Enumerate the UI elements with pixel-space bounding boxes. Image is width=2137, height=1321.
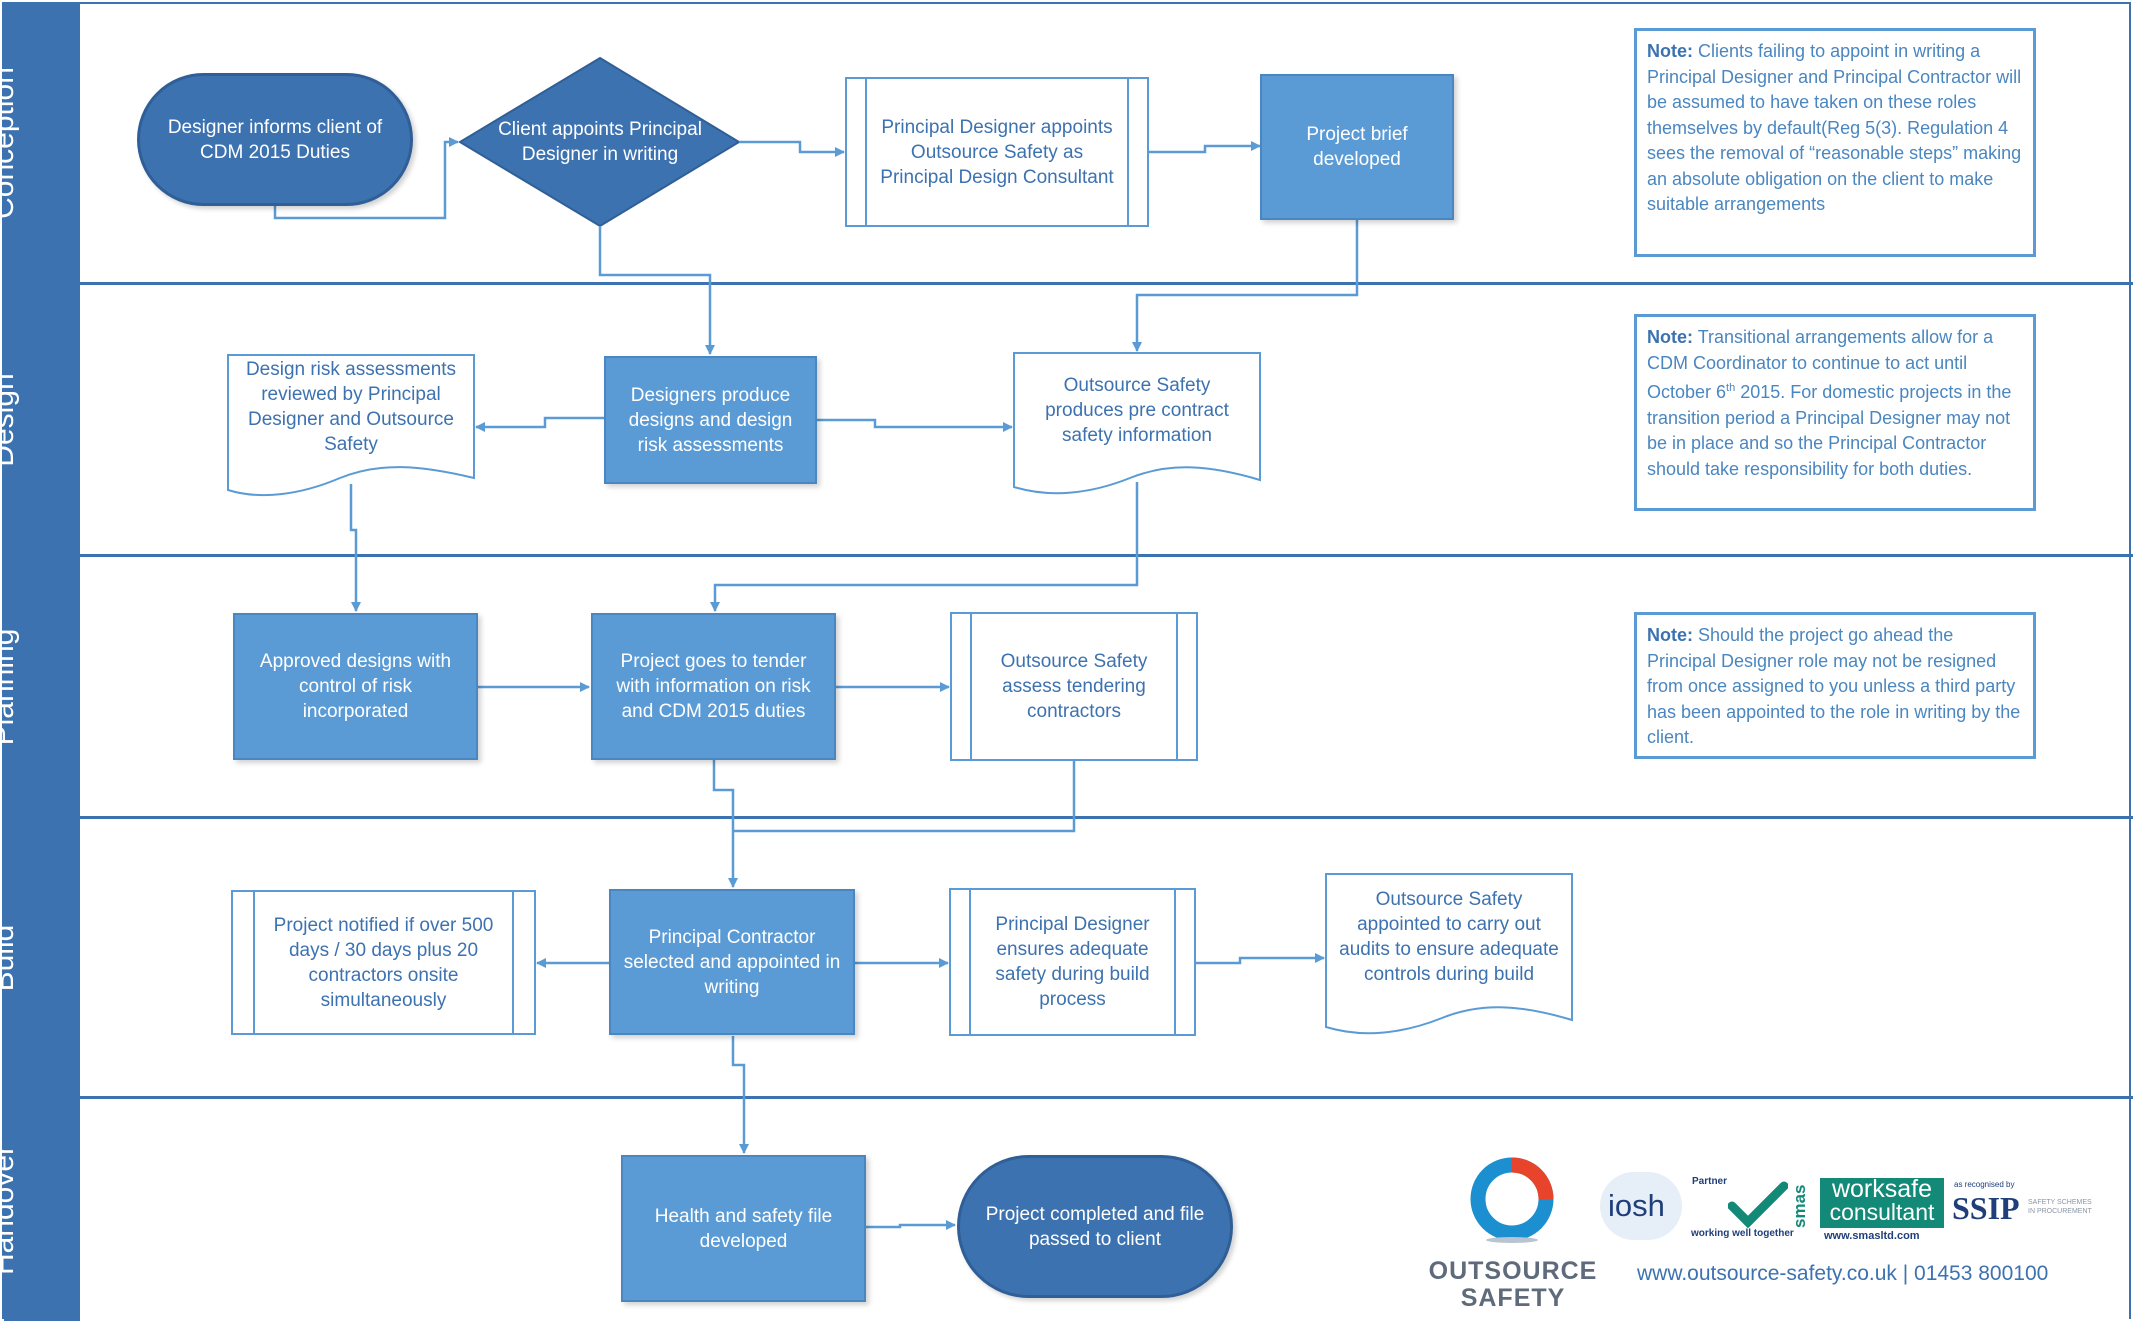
- document-shape-audits: [1325, 873, 1573, 1035]
- node-pd-ensures: Principal Designer ensures adequate safe…: [972, 889, 1173, 1035]
- node-tender: Project goes to tender with information …: [591, 613, 836, 760]
- node-text: Health and safety file developed: [654, 1205, 833, 1252]
- connector: [710, 482, 1139, 612]
- connector: [349, 484, 361, 612]
- note-text: Clients failing to appoint in writing a …: [1647, 41, 2022, 214]
- note-label: Note:: [1647, 625, 1693, 645]
- connector: [733, 760, 1076, 833]
- node-text: Approved designs with control of risk in…: [259, 651, 452, 722]
- connector: [817, 418, 1013, 432]
- predefined-process-notified: [231, 890, 536, 1035]
- working-well-text: working well together: [1691, 1228, 1794, 1239]
- logo-line: OUTSOURCE: [1428, 1257, 1598, 1285]
- node-risk-reviewed: Design risk assessments reviewed by Prin…: [230, 357, 472, 463]
- node-text: Principal Contractor selected and appoin…: [623, 926, 841, 998]
- node-text: Project notified if over 500 days / 30 d…: [273, 914, 494, 1011]
- logo-line: SAFETY: [1460, 1284, 1566, 1312]
- node-assess: Outsource Safety assess tendering contra…: [973, 613, 1175, 760]
- connector: [712, 760, 738, 888]
- node-designer-informs: Designer informs client of CDM 2015 Duti…: [137, 73, 413, 206]
- node-completed: Project completed and file passed to cli…: [957, 1155, 1233, 1298]
- connector: [1148, 141, 1261, 154]
- smas-url-text: www.smasltd.com: [1824, 1230, 1920, 1242]
- note-text: 2015. For domestic projects in the trans…: [1647, 382, 2012, 479]
- note-text: Transitional arrangements allow for a CD…: [1647, 327, 1994, 402]
- recognised-text: as recognised by: [1954, 1180, 2015, 1189]
- ssip-sub-text: SAFETY SCHEMES IN PROCUREMENT: [2028, 1199, 2092, 1215]
- iosh-text: iosh: [1608, 1188, 1665, 1223]
- worksafe-line: consultant: [1829, 1199, 1935, 1225]
- note-text: Should the project go ahead the Principa…: [1647, 625, 2021, 747]
- node-text: Outsource Safety produces pre contract s…: [1045, 374, 1229, 446]
- note-design: Note: Transitional arrangements allow fo…: [1634, 314, 2036, 511]
- note-label: Note:: [1647, 327, 1693, 347]
- predefined-process-pd-ensures: [949, 888, 1196, 1036]
- note-planning: Note: Should the project go ahead the Pr…: [1634, 612, 2036, 759]
- node-text: Project goes to tender with information …: [616, 651, 811, 722]
- node-text: Outsource Safety appointed to carry out …: [1339, 889, 1559, 985]
- logo-wordmark: OUTSOURCE SAFETY: [1418, 1258, 1608, 1312]
- connector: [1195, 953, 1325, 965]
- worksafe-line: worksafe: [1831, 1175, 1933, 1203]
- lane-header-conception: Conception: [0, 3, 80, 283]
- lane-divider: [4, 554, 2133, 557]
- node-pd-appoints: Principal Designer appoints Outsource Sa…: [868, 78, 1126, 226]
- node-client-appoints: Client appoints Principal Designer in wr…: [485, 112, 715, 172]
- checkmark-icon: [1728, 1181, 1788, 1228]
- node-text: Designer informs client of CDM 2015 Duti…: [167, 116, 383, 163]
- lane-header-handover: Handover: [0, 1099, 80, 1321]
- worksafe-badge: worksafe consultant: [1820, 1175, 1944, 1228]
- connector: [739, 140, 845, 157]
- lane-divider: [4, 1096, 2133, 1099]
- lane-divider: [4, 282, 2133, 285]
- note-label: Note:: [1647, 41, 1693, 61]
- node-text: Designers produce designs and design ris…: [628, 384, 793, 456]
- node-notified: Project notified if over 500 days / 30 d…: [256, 891, 511, 1034]
- footer-contact: www.outsource-safety.co.uk | 01453 80010…: [1637, 1262, 2049, 1285]
- lane-header-build: Build: [0, 819, 80, 1097]
- outsource-safety-logo: OUTSOURCE SAFETY: [1418, 1150, 1608, 1320]
- connector: [475, 416, 604, 432]
- lane-header-design: Design: [0, 285, 80, 555]
- lane-header-planning: Planning: [0, 557, 80, 817]
- connector: [273, 137, 459, 220]
- node-text: Project brief developed: [1306, 124, 1408, 170]
- ssip-text: SSIP: [1952, 1190, 2020, 1226]
- iosh-badge: iosh: [1600, 1172, 1682, 1240]
- connector: [598, 226, 715, 355]
- node-pc-selected: Principal Contractor selected and appoin…: [609, 889, 855, 1035]
- logo-ring-icon: [1470, 1157, 1554, 1243]
- connector: [866, 1220, 956, 1230]
- node-project-brief: Project brief developed: [1260, 74, 1454, 220]
- note-conception: Note: Clients failing to appoint in writ…: [1634, 28, 2036, 257]
- note-superscript: th: [1726, 382, 1736, 394]
- document-shape-precontract: [1013, 352, 1261, 495]
- node-designers-produce: Designers produce designs and design ris…: [604, 356, 817, 484]
- accreditation-badges: iosh Partner working well together smas …: [1600, 1160, 2100, 1242]
- partner-text: Partner: [1692, 1176, 1728, 1187]
- node-text: Project completed and file passed to cli…: [985, 1203, 1205, 1250]
- node-audits: Outsource Safety appointed to carry out …: [1328, 880, 1570, 994]
- smas-text: smas: [1790, 1184, 1809, 1228]
- document-shape-risk-reviewed: [227, 354, 475, 497]
- node-text: Principal Designer appoints Outsource Sa…: [880, 116, 1114, 188]
- node-hs-file: Health and safety file developed: [621, 1155, 866, 1302]
- connector: [1132, 220, 1359, 352]
- node-text: Principal Designer ensures adequate safe…: [995, 914, 1150, 1010]
- node-text: Design risk assessments reviewed by Prin…: [245, 359, 457, 455]
- node-text: Outsource Safety assess tendering contra…: [1000, 651, 1148, 722]
- node-precontract: Outsource Safety produces pre contract s…: [1016, 360, 1258, 460]
- lane-divider: [4, 816, 2133, 819]
- connector: [731, 1036, 749, 1154]
- node-text: Client appoints Principal Designer in wr…: [498, 119, 702, 165]
- node-approved-designs: Approved designs with control of risk in…: [233, 613, 478, 760]
- predefined-process-pd-appoints: [845, 77, 1149, 227]
